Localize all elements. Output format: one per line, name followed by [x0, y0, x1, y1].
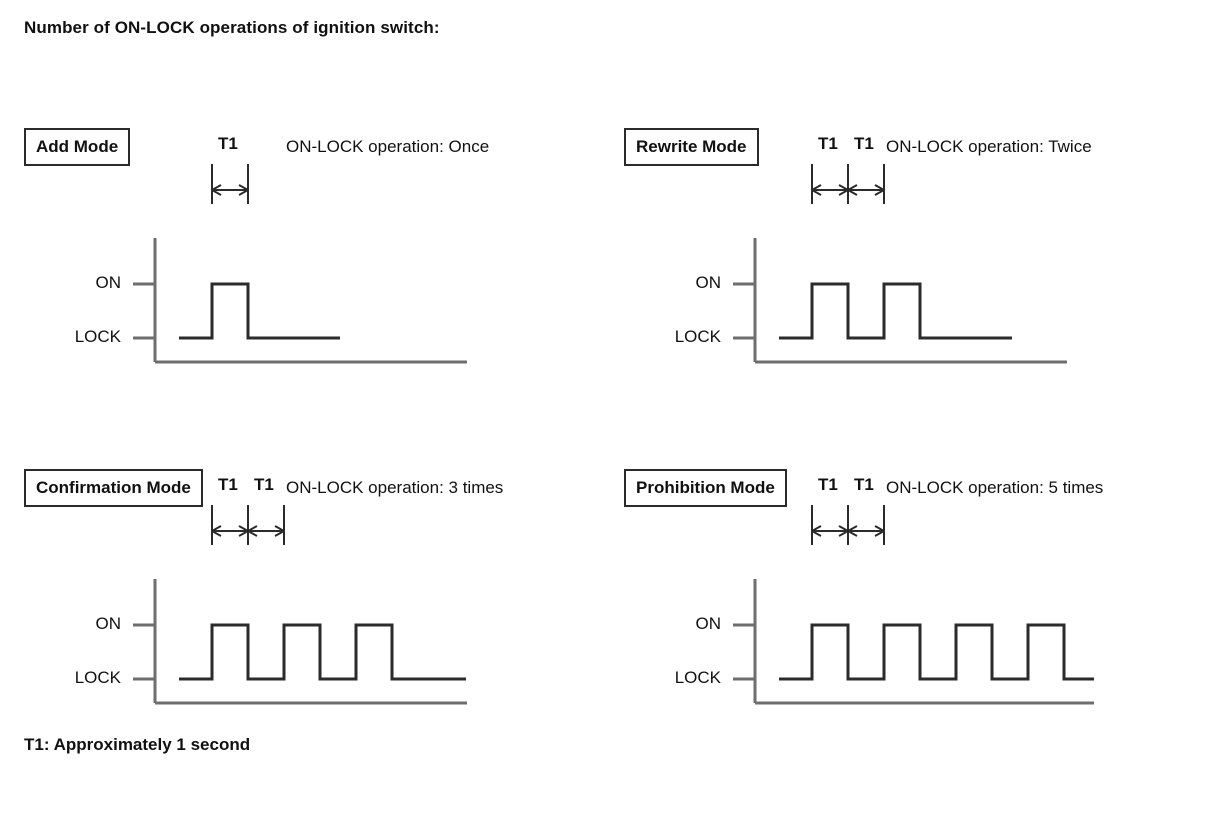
t1-dimension-label: T1 [254, 475, 274, 494]
t1-dimension-label: T1 [854, 475, 874, 494]
operation-text: ON-LOCK operation: Twice [886, 137, 1092, 156]
arrow-head-right [238, 525, 249, 537]
arrow-head-right [838, 525, 849, 537]
waveform-chart: ON LOCK T1 T1 [24, 469, 494, 719]
axis-label-lock: LOCK [74, 668, 121, 687]
signal-trace [179, 623, 466, 681]
axis-label-on: ON [95, 614, 122, 633]
signal-trace [179, 282, 340, 340]
axis-label-lock: LOCK [674, 327, 721, 346]
waveform-svg [133, 164, 467, 364]
arrow-head-right [874, 184, 885, 196]
axis-label-lock: LOCK [74, 327, 121, 346]
arrow-head-left [811, 184, 822, 196]
mode-label-box: Add Mode [24, 128, 131, 166]
arrow-head-left [847, 184, 858, 196]
waveform-svg [733, 505, 1094, 705]
axis-label-on: ON [695, 273, 722, 292]
mode-label-box: Confirmation Mode [24, 469, 203, 507]
waveform-chart: ON LOCK T1 T1 [624, 469, 1094, 719]
t1-dimension-label: T1 [218, 134, 238, 153]
signal-trace [779, 282, 1012, 340]
operation-text: ON-LOCK operation: 5 times [886, 478, 1104, 497]
operation-text: ON-LOCK operation: 3 times [286, 478, 504, 497]
operation-text: ON-LOCK operation: Once [286, 137, 490, 156]
waveform-svg [733, 164, 1067, 364]
t1-dimension-label: T1 [854, 134, 874, 153]
footnote-t1: T1: Approximately 1 second [24, 735, 251, 754]
mode-label-box: Prohibition Mode [624, 469, 787, 507]
arrow-head-right [874, 525, 885, 537]
waveform-chart: ON LOCK T1 T1 [624, 128, 1094, 378]
t1-dimension-label: T1 [818, 134, 838, 153]
arrow-head-left [847, 525, 858, 537]
waveform-svg [133, 505, 467, 705]
waveform-chart: ON LOCK T1 [24, 128, 494, 378]
arrow-head-right [238, 184, 249, 196]
arrow-head-left [811, 525, 822, 537]
signal-trace [779, 623, 1094, 681]
t1-dimension-label: T1 [818, 475, 838, 494]
axis-label-on: ON [95, 273, 122, 292]
t1-dimension-label: T1 [218, 475, 238, 494]
arrow-head-left [211, 525, 222, 537]
axis-label-lock: LOCK [674, 668, 721, 687]
arrow-head-left [247, 525, 258, 537]
page-title: Number of ON-LOCK operations of ignition… [24, 18, 440, 37]
axis-label-on: ON [695, 614, 722, 633]
mode-label-box: Rewrite Mode [624, 128, 759, 166]
arrow-head-right [274, 525, 285, 537]
arrow-head-left [211, 184, 222, 196]
arrow-head-right [838, 184, 849, 196]
